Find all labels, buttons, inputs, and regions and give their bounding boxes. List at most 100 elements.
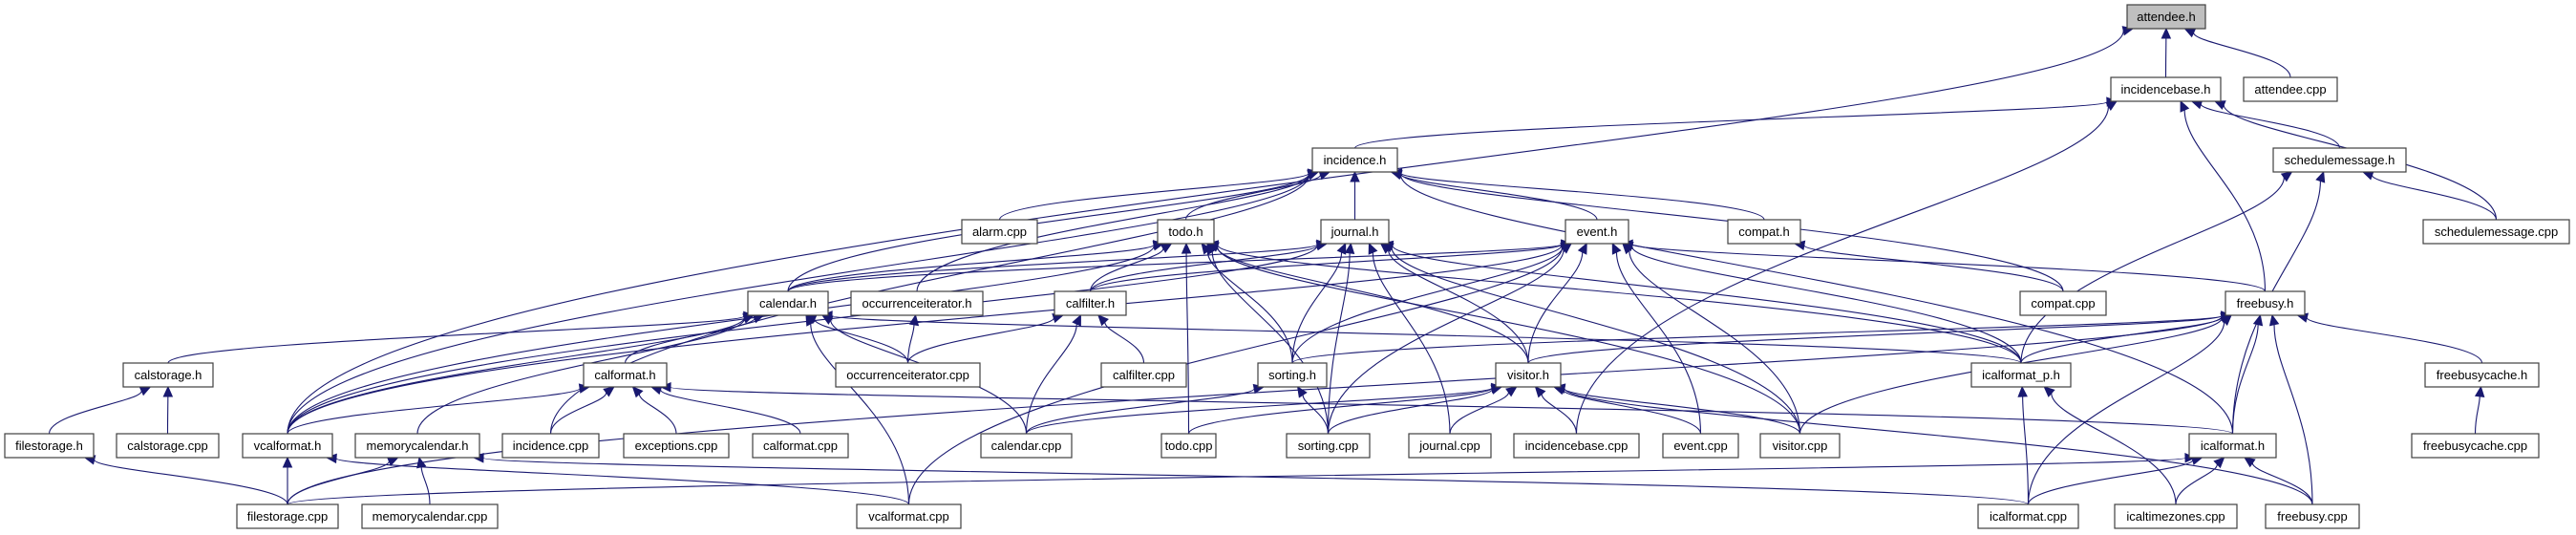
node-icalformat-p-h[interactable]: icalformat_p.h <box>1970 362 2072 388</box>
node-icaltimezones-cpp[interactable]: icaltimezones.cpp <box>2114 503 2238 529</box>
edge-line <box>906 317 1054 364</box>
node-calfilter-h[interactable]: calfilter.h <box>1054 290 1127 316</box>
node-alarm-cpp[interactable]: alarm.cpp <box>961 219 1038 245</box>
node-vcalformat-h[interactable]: vcalformat.h <box>242 433 333 459</box>
node-label: alarm.cpp <box>972 225 1027 239</box>
edge-event-cpp-to-event-h <box>1611 242 1702 435</box>
node-event-h[interactable]: event.h <box>1565 219 1629 245</box>
node-box <box>1408 433 1492 459</box>
edge-freebusycache-cpp-to-freebusycache-h <box>2474 385 2485 435</box>
node-calendar-cpp[interactable]: calendar.cpp <box>980 433 1073 459</box>
arrowhead-icon <box>2161 27 2172 39</box>
edge-todo-h-to-incidence-h <box>1184 170 1331 221</box>
node-box <box>2272 147 2407 173</box>
node-todo-cpp[interactable]: todo.cpp <box>1160 433 1217 459</box>
edge-line <box>2231 181 2321 435</box>
node-freebusy-h[interactable]: freebusy.h <box>2225 290 2306 316</box>
node-incidence-h[interactable]: incidence.h <box>1311 147 1398 173</box>
node-filestorage-h[interactable]: filestorage.h <box>4 433 95 459</box>
node-sorting-h[interactable]: sorting.h <box>1257 362 1328 388</box>
node-calfilter-cpp[interactable]: calfilter.cpp <box>1100 362 1187 388</box>
node-occurrenceiterator-h[interactable]: occurrenceiterator.h <box>850 290 984 316</box>
node-label: attendee.cpp <box>2254 82 2326 96</box>
node-calstorage-h[interactable]: calstorage.h <box>122 362 214 388</box>
node-box <box>2422 219 2570 245</box>
node-box <box>4 433 95 459</box>
node-todo-h[interactable]: todo.h <box>1157 219 1215 245</box>
node-visitor-h[interactable]: visitor.h <box>1495 362 1562 388</box>
edge-line <box>1803 245 2064 292</box>
node-box <box>1286 433 1371 459</box>
node-icalformat-cpp[interactable]: icalformat.cpp <box>1977 503 2079 529</box>
arrowhead-icon <box>603 386 615 397</box>
node-event-cpp[interactable]: event.cpp <box>1662 433 1739 459</box>
node-calformat-h[interactable]: calformat.h <box>583 362 668 388</box>
edge-sorting-cpp-to-sorting-h <box>1296 385 1330 435</box>
node-calformat-cpp[interactable]: calformat.cpp <box>752 433 849 459</box>
node-label: freebusycache.cpp <box>2423 439 2527 453</box>
node-box <box>1727 219 1801 245</box>
edge-sorting-h-to-journal-h <box>1291 242 1347 364</box>
edge-line <box>94 459 288 505</box>
node-label: memorycalendar.h <box>367 439 469 453</box>
node-calstorage-cpp[interactable]: calstorage.cpp <box>116 433 220 459</box>
node-box <box>2126 4 2206 30</box>
edge-line <box>810 323 910 505</box>
node-filestorage-cpp[interactable]: filestorage.cpp <box>236 503 339 529</box>
edge-visitor-cpp-to-todo-h <box>1206 242 1801 435</box>
node-freebusycache-cpp[interactable]: freebusycache.cpp <box>2411 433 2540 459</box>
node-incidence-cpp[interactable]: incidence.cpp <box>501 433 600 459</box>
edge-line <box>2231 324 2259 435</box>
arrowhead-icon <box>1368 242 1378 255</box>
edge-calendar-h-to-event-h <box>787 239 1573 292</box>
arrowhead-icon <box>2244 457 2256 468</box>
edge-incidencebase-cpp-to-incidencebase-h <box>1575 100 2118 435</box>
node-attendee-cpp[interactable]: attendee.cpp <box>2243 76 2338 102</box>
node-schedulemessage-h[interactable]: schedulemessage.h <box>2272 147 2407 173</box>
node-memorycalendar-h[interactable]: memorycalendar.h <box>354 433 480 459</box>
edge-alarm-cpp-to-incidence-h <box>998 168 1320 221</box>
node-box <box>1320 219 1390 245</box>
node-compat-cpp[interactable]: compat.cpp <box>2019 290 2107 316</box>
node-schedulemessage-cpp[interactable]: schedulemessage.cpp <box>2422 219 2570 245</box>
node-vcalformat-cpp[interactable]: vcalformat.cpp <box>856 503 962 529</box>
node-freebusycache-h[interactable]: freebusycache.h <box>2424 362 2540 388</box>
node-box <box>501 433 600 459</box>
node-journal-h[interactable]: journal.h <box>1320 219 1390 245</box>
node-incidencebase-cpp[interactable]: incidencebase.cpp <box>1513 433 1640 459</box>
edge-filestorage-h-to-calstorage-h <box>48 386 152 435</box>
edge-icaltimezones-cpp-to-icalformat-p-h <box>2043 386 2177 505</box>
edge-calfilter-cpp-to-calfilter-h <box>1097 314 1145 364</box>
node-freebusy-cpp[interactable]: freebusy.cpp <box>2265 503 2360 529</box>
edge-line <box>787 173 1309 292</box>
edge-line <box>1089 247 1164 292</box>
node-sorting-cpp[interactable]: sorting.cpp <box>1286 433 1371 459</box>
node-label: occurrenceiterator.h <box>862 296 972 310</box>
node-label: freebusy.cpp <box>2277 509 2347 524</box>
edge-calstorage-h-to-calendar-h <box>167 310 756 364</box>
node-label: incidence.cpp <box>513 439 589 453</box>
node-compat-h[interactable]: compat.h <box>1727 219 1801 245</box>
node-exceptions-cpp[interactable]: exceptions.cpp <box>623 433 730 459</box>
node-incidencebase-h[interactable]: incidencebase.h <box>2110 76 2222 102</box>
node-label: freebusy.h <box>2237 296 2294 310</box>
edge-calendar-cpp-to-visitor-h <box>1025 382 1503 435</box>
node-label: schedulemessage.h <box>2285 153 2395 167</box>
edge-filestorage-cpp-to-vcalformat-h <box>282 456 293 505</box>
node-icalformat-h[interactable]: icalformat.h <box>2188 433 2277 459</box>
node-visitor-cpp[interactable]: visitor.cpp <box>1759 433 1841 459</box>
edge-icaltimezones-cpp-to-icalformat-h <box>2175 457 2225 505</box>
node-calendar-h[interactable]: calendar.h <box>747 290 829 316</box>
edge-line <box>831 314 2022 364</box>
edge-line <box>1217 244 2022 364</box>
edge-freebusycache-h-to-freebusy-h <box>2296 312 2483 364</box>
edge-line <box>1302 395 1330 435</box>
node-attendee-h[interactable]: attendee.h <box>2126 4 2206 30</box>
node-occurrenceiterator-cpp[interactable]: occurrenceiterator.cpp <box>835 362 981 388</box>
edge-incidence-cpp-to-calformat-h <box>549 386 615 435</box>
arrowhead-icon <box>2105 100 2118 111</box>
node-journal-cpp[interactable]: journal.cpp <box>1408 433 1492 459</box>
node-box <box>747 290 829 316</box>
edge-line <box>1399 173 1598 221</box>
node-memorycalendar-cpp[interactable]: memorycalendar.cpp <box>361 503 499 529</box>
